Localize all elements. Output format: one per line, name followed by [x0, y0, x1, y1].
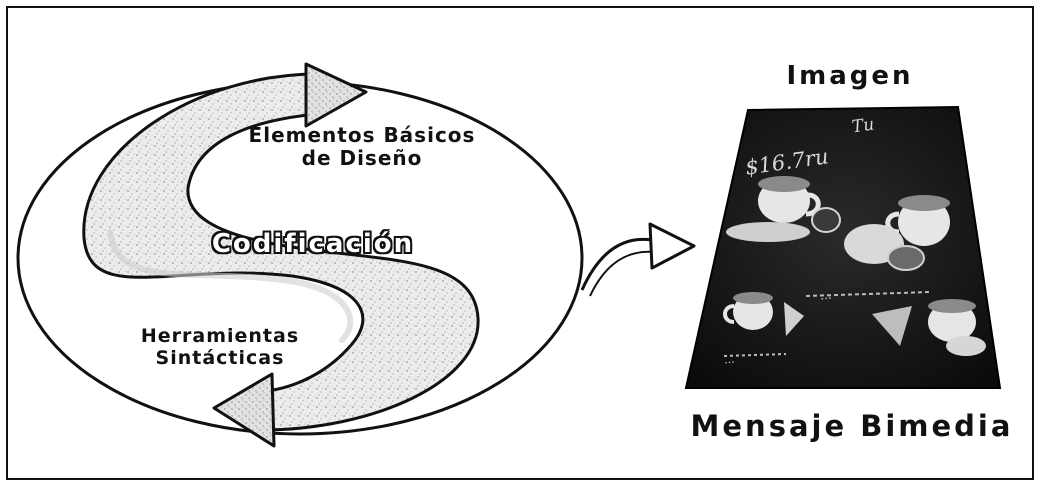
label-herramientas-line1: Herramientas — [140, 325, 300, 347]
top-arrowhead — [304, 62, 368, 128]
label-herramientas: Herramientas Sintácticas — [100, 325, 340, 370]
connector-curve — [580, 237, 653, 291]
label-elementos-line2: de Diseño — [301, 146, 423, 170]
bottom-arrowhead — [212, 372, 276, 448]
cup-bottom-right — [872, 299, 986, 356]
label-codificacion: Codificación — [211, 229, 415, 259]
connector-arrowhead — [648, 222, 696, 270]
cup-top-left — [726, 176, 821, 242]
label-imagen: Imagen — [786, 61, 914, 91]
poster-image — [684, 105, 1002, 389]
poster-handwriting-1: Tu — [850, 114, 876, 138]
s-shape-shade — [107, 229, 354, 343]
poster-handwriting-4: ... — [723, 352, 736, 367]
pastry-top-right — [844, 224, 925, 271]
cup-bottom-left — [723, 292, 804, 336]
poster-handwriting-3: ... — [819, 287, 833, 303]
pastry-top-left — [811, 207, 841, 233]
label-mensaje-bimedia: Mensaje Bimedia — [690, 409, 1014, 443]
label-elementos-line1: Elementos Básicos — [248, 123, 476, 147]
connector-curve-inner — [589, 250, 655, 297]
label-elementos-basicos: Elementos Básicos de Diseño — [212, 124, 512, 170]
label-herramientas-line2: Sintácticas — [155, 346, 285, 369]
